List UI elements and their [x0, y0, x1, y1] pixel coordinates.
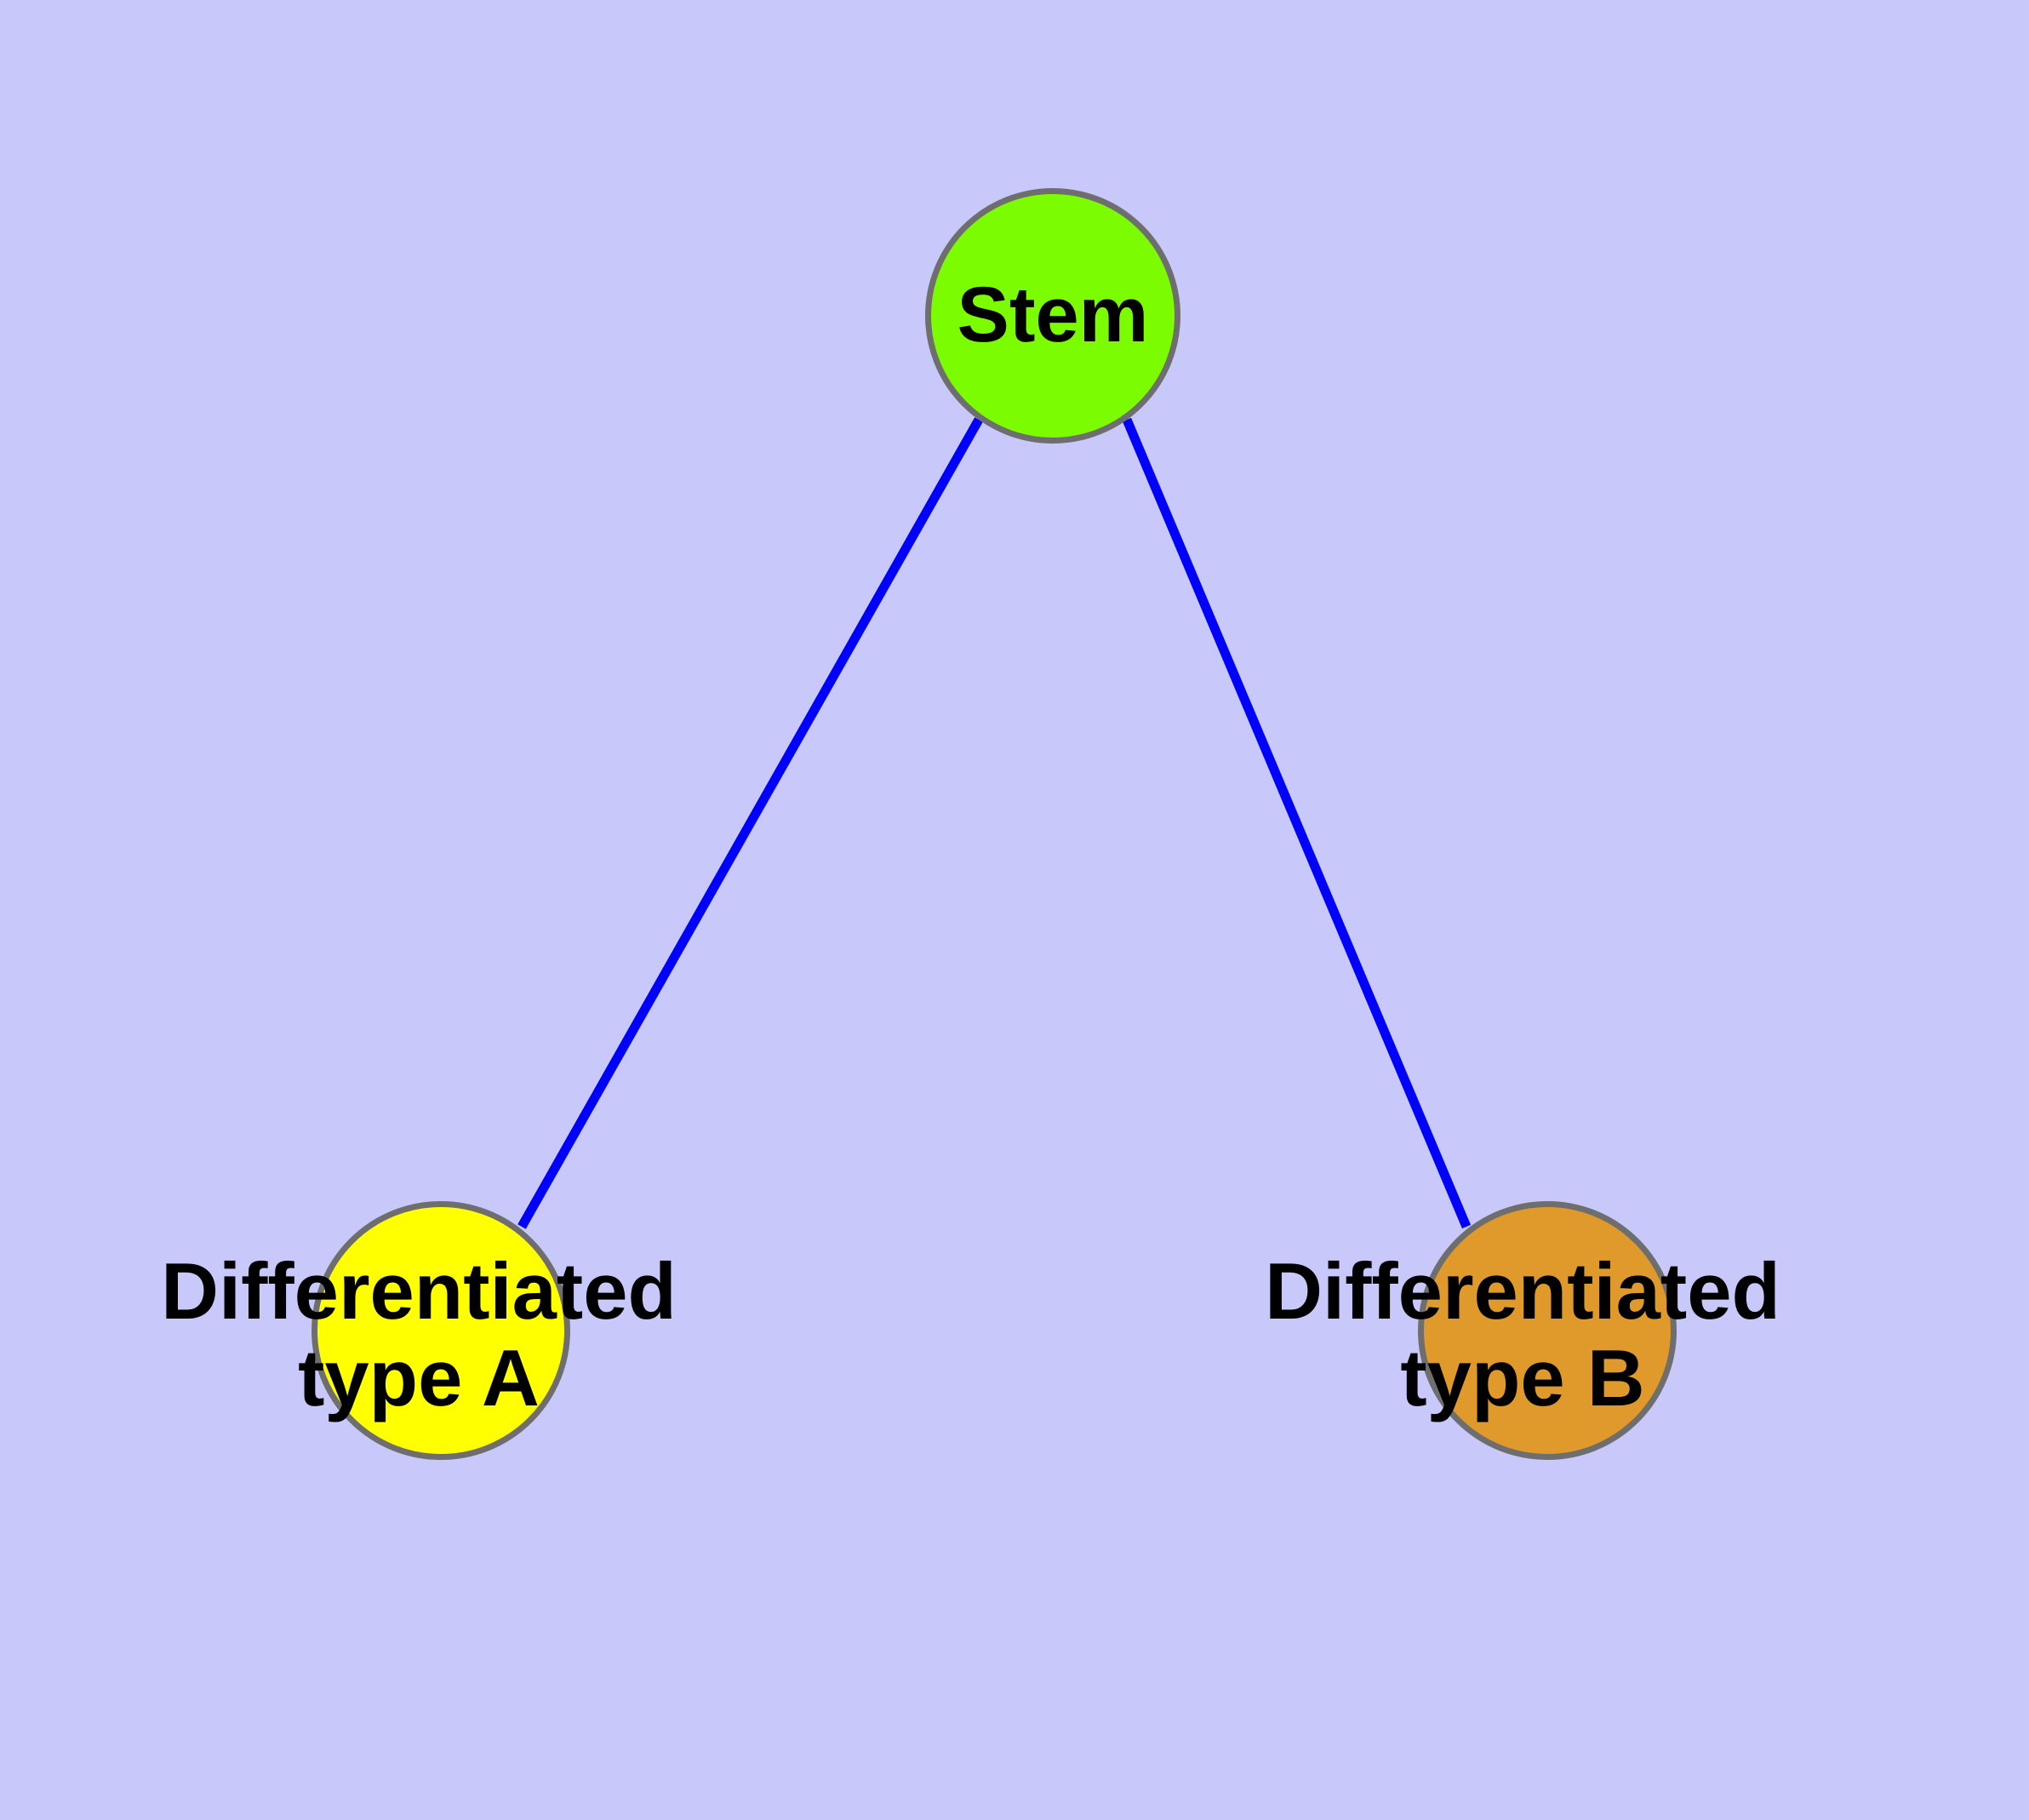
edge-stem-to-type-b[interactable]	[1122, 417, 1472, 1229]
node-diff-type-a[interactable]	[311, 1201, 570, 1460]
node-diff-type-b[interactable]	[1418, 1201, 1677, 1460]
node-stem[interactable]	[925, 188, 1180, 444]
edge-stem-to-type-a[interactable]	[517, 417, 983, 1229]
